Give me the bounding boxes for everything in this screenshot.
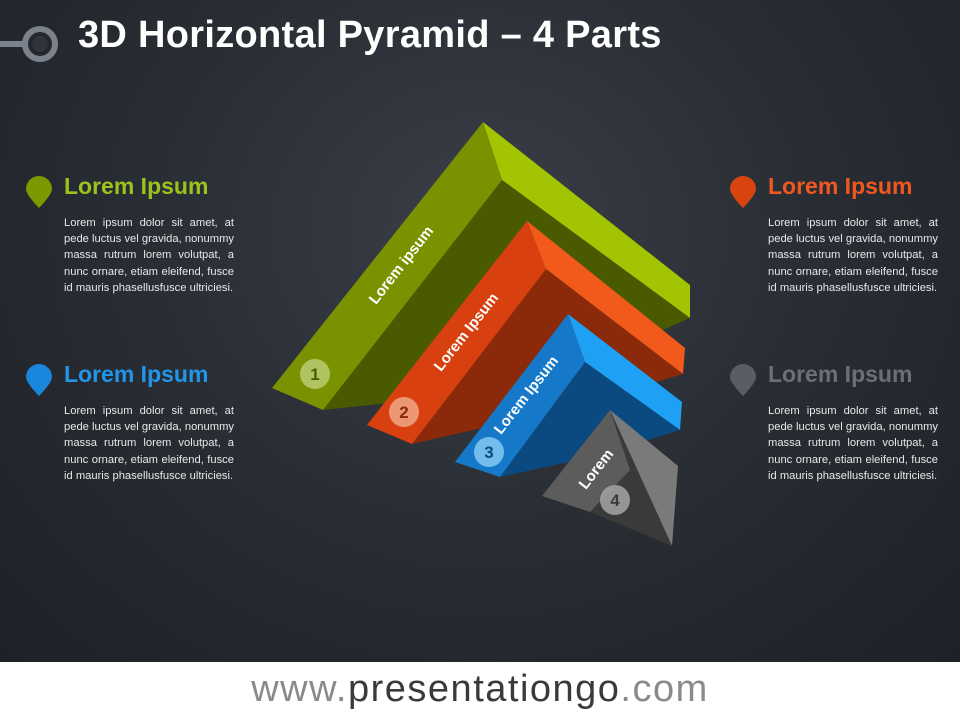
segment-3-shadow-face bbox=[500, 362, 680, 477]
segment-3-number-badge bbox=[474, 437, 504, 467]
segment-3-number: 3 bbox=[484, 443, 493, 462]
segment-3-front-face bbox=[455, 314, 585, 477]
info-body: Lorem ipsum dolor sit amet, at pede luct… bbox=[768, 217, 938, 294]
segment-1-number-badge bbox=[300, 359, 330, 389]
segment-2-number-badge bbox=[389, 397, 419, 427]
footer-url-suffix: .com bbox=[620, 668, 709, 710]
footer-url-domain: presentationgo bbox=[348, 668, 621, 710]
footer-url[interactable]: www.presentationgo.com bbox=[251, 668, 709, 711]
segment-1-number: 1 bbox=[310, 365, 319, 384]
ring-logo-icon bbox=[0, 26, 58, 62]
segment-4-right-face bbox=[610, 410, 678, 546]
map-pin-icon bbox=[26, 176, 52, 208]
segment-1-right-face bbox=[483, 122, 690, 318]
slide-canvas: 3D Horizontal Pyramid – 4 Parts Lorem ip… bbox=[0, 0, 960, 662]
info-body: Lorem ipsum dolor sit amet, at pede luct… bbox=[64, 405, 234, 482]
segment-4-number-badge bbox=[600, 485, 630, 515]
info-body: Lorem ipsum dolor sit amet, at pede luct… bbox=[64, 217, 234, 294]
segment-4-number: 4 bbox=[610, 491, 620, 510]
page-title: 3D Horizontal Pyramid – 4 Parts bbox=[78, 14, 662, 56]
pyramid-diagram: Lorem ipsum 1 Lorem Ipsum 2 Lorem Ipsum … bbox=[272, 122, 690, 546]
map-pin-icon bbox=[730, 364, 756, 396]
map-pin-icon bbox=[730, 176, 756, 208]
segment-1-front-face bbox=[272, 122, 502, 410]
segment-2-number: 2 bbox=[399, 403, 408, 422]
segment-4-front-face bbox=[542, 410, 630, 512]
info-heading: Lorem Ipsum bbox=[64, 361, 209, 387]
pyramid-segment-3: Lorem Ipsum 3 bbox=[455, 314, 682, 477]
footer-bar: www.presentationgo.com bbox=[0, 662, 960, 720]
segment-2-right-face bbox=[527, 221, 685, 374]
segment-3-right-face bbox=[568, 314, 682, 430]
footer-url-prefix: www. bbox=[251, 668, 348, 710]
info-body: Lorem ipsum dolor sit amet, at pede luct… bbox=[768, 405, 938, 482]
segment-2-front-face bbox=[367, 221, 546, 444]
info-heading: Lorem Ipsum bbox=[768, 173, 913, 199]
info-heading: Lorem Ipsum bbox=[64, 173, 209, 199]
map-pin-icon bbox=[26, 364, 52, 396]
info-heading: Lorem Ipsum bbox=[768, 361, 913, 387]
pyramid-segment-4: Lorem 4 bbox=[542, 410, 678, 546]
